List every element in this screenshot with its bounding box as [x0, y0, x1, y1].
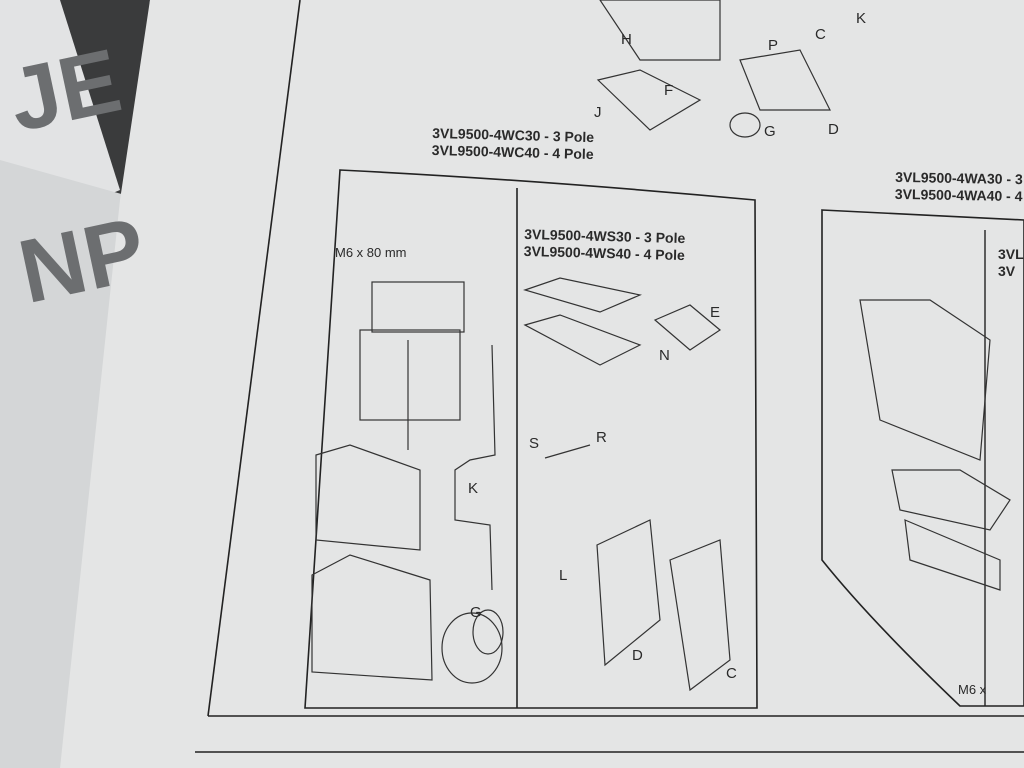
label-g-top: G: [764, 123, 776, 140]
kit-panel-frame: [304, 169, 758, 709]
label-e: E: [710, 304, 721, 321]
label-n: N: [659, 347, 670, 364]
back-sheet-lower: [0, 160, 125, 768]
title-line-2: 3VL9500-4WA40 - 4: [894, 185, 1023, 205]
title-line-1: 3VL9500-4WA30 - 3: [895, 168, 1023, 188]
part-drawings: [311, 0, 1011, 692]
right-screw-note: M6 x: [958, 682, 987, 697]
label-g: G: [470, 604, 482, 621]
middle-kit-title: 3VL9500-4WS30 - 3 Pole 3VL9500-4WS40 - 4…: [524, 226, 686, 264]
label-j: J: [594, 104, 602, 121]
label-f: F: [664, 82, 674, 99]
label-p: P: [768, 37, 779, 54]
label-d: D: [632, 647, 643, 664]
label-r: R: [596, 429, 607, 446]
label-l: L: [559, 567, 568, 584]
subtitle-line-1: 3VL: [998, 246, 1024, 262]
label-d-top: D: [828, 121, 839, 138]
label-s: S: [529, 435, 540, 452]
label-k: K: [468, 480, 479, 497]
label-c-top: C: [815, 26, 826, 43]
screw-note: M6 x 80 mm: [335, 245, 407, 260]
right-kit-title: 3VL9500-4WA30 - 3 3VL9500-4WA40 - 4: [895, 169, 1023, 205]
label-h: H: [621, 31, 632, 48]
label-c: C: [726, 665, 737, 682]
subtitle-line-2: 3V: [998, 263, 1016, 279]
label-k-top: K: [856, 10, 867, 27]
right-kit-subtitle: 3VL 3V: [998, 246, 1024, 280]
main-sheet: [60, 0, 1024, 768]
left-kit-title: 3VL9500-4WC30 - 3 Pole 3VL9500-4WC40 - 4…: [432, 125, 595, 163]
